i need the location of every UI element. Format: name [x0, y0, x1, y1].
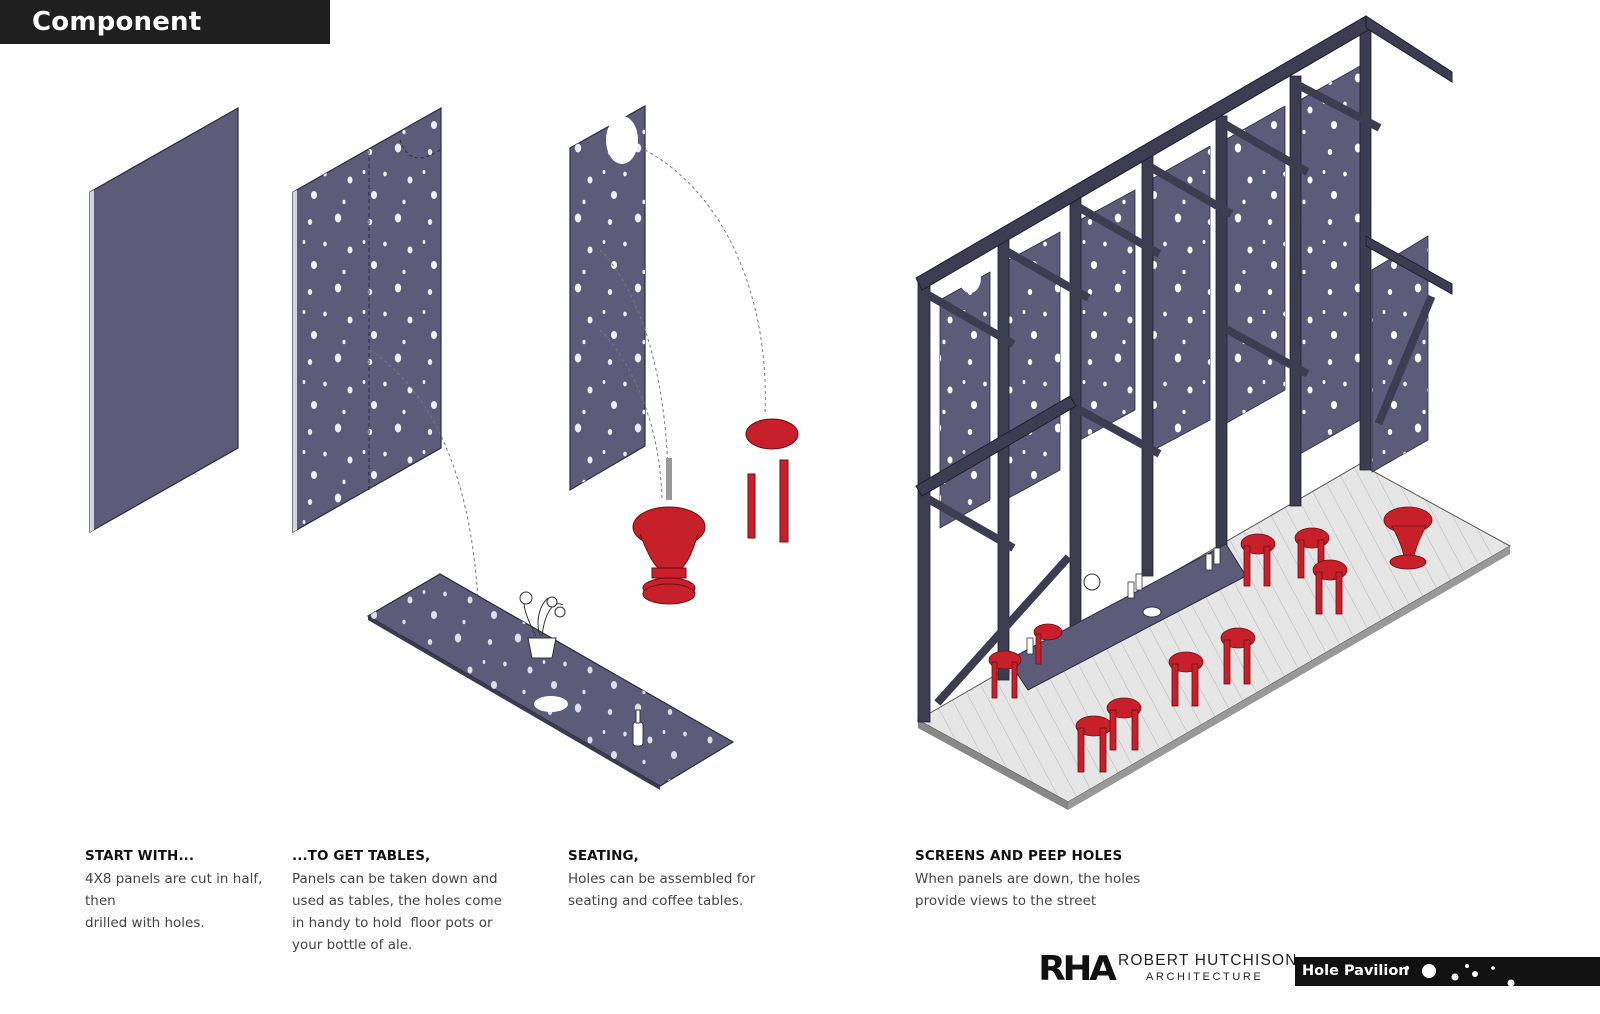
dots-icon — [1404, 964, 1515, 986]
pavilion-stools — [988, 506, 1433, 773]
plain-panel — [89, 106, 239, 534]
page-title: Component Diagrams — [0, 0, 330, 81]
project-name: Hole Pavilion — [1302, 963, 1409, 979]
firm-name: ROBERT HUTCHISON — [1118, 952, 1298, 969]
caption-screens-text: When panels are down, the holes provide … — [915, 868, 1175, 912]
red-stool — [632, 458, 706, 605]
caption-line: used as tables, the holes come — [292, 893, 502, 909]
stool-parts — [745, 418, 799, 543]
caption-start: START WITH... 4X8 panels are cut in half… — [85, 848, 285, 934]
firm-subtitle: ARCHITECTURE — [1146, 971, 1264, 983]
table-panel — [366, 573, 735, 790]
caption-tables-heading: ...TO GET TABLES, — [292, 848, 431, 864]
caption-seating-text: Holes can be assembled for seating and c… — [568, 868, 788, 912]
seating-panel — [569, 104, 766, 501]
caption-seating: SEATING, Holes can be assembled for seat… — [568, 848, 788, 912]
caption-line: provide views to the street — [915, 893, 1097, 909]
caption-screens: SCREENS AND PEEP HOLES When panels are d… — [915, 848, 1175, 912]
caption-start-text: 4X8 panels are cut in half, then drilled… — [85, 868, 285, 934]
drilled-panel — [292, 106, 442, 534]
caption-line: Panels can be taken down and — [292, 871, 498, 887]
caption-line: drilled with holes. — [85, 915, 205, 931]
caption-tables: ...TO GET TABLES, Panels can be taken do… — [292, 848, 512, 956]
caption-line: When panels are down, the holes — [915, 871, 1141, 887]
caption-line: your bottle of ale. — [292, 937, 413, 953]
caption-line: in handy to hold floor pots or — [292, 915, 493, 931]
firm-logo-mark: RHA — [1038, 949, 1117, 989]
caption-tables-text: Panels can be taken down and used as tab… — [292, 868, 512, 956]
caption-seating-heading: SEATING, — [568, 848, 639, 864]
caption-line: 4X8 panels are cut in half, then — [85, 871, 263, 909]
caption-start-heading: START WITH... — [85, 848, 195, 864]
pavilion-structure — [915, 15, 1512, 810]
project-banner: Hole Pavilion — [1295, 957, 1600, 986]
caption-line: Holes can be assembled for — [568, 871, 756, 887]
caption-line: seating and coffee tables. — [568, 893, 744, 909]
caption-screens-heading: SCREENS AND PEEP HOLES — [915, 848, 1123, 864]
